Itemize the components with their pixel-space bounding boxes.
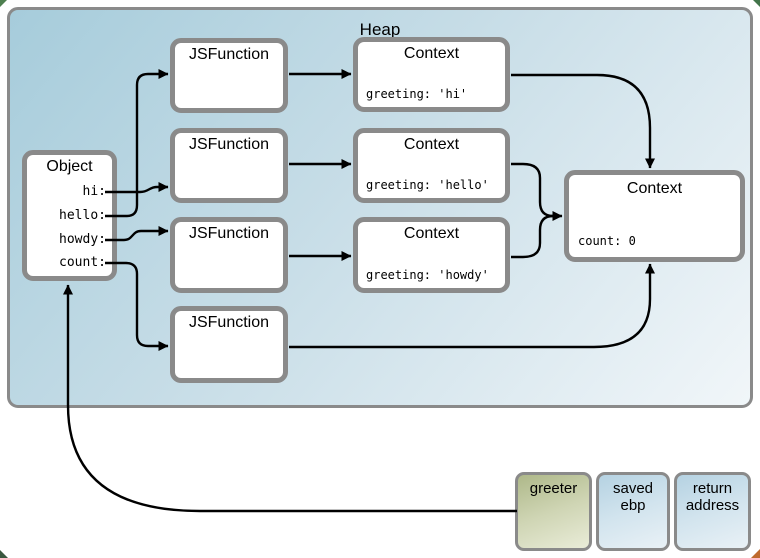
- jsfunction-box-3: JSFunction: [170, 217, 288, 293]
- object-field-hi: hi:: [82, 184, 106, 199]
- object-field-count: count:: [59, 255, 106, 270]
- jsfunction-box-2: JSFunction: [170, 128, 288, 203]
- context-body-greeting-howdy: greeting: 'howdy': [366, 268, 489, 282]
- corner-artifact-bottom-left: [0, 550, 8, 558]
- jsfunction-box-1: JSFunction: [170, 38, 288, 113]
- context-box-hello: Context greeting: 'hello': [353, 128, 510, 203]
- context-title: Context: [403, 45, 460, 62]
- corner-artifact-bottom-right: [751, 549, 760, 558]
- jsfunction-box-4: JSFunction: [170, 306, 288, 383]
- jsfunction-title: JSFunction: [188, 136, 270, 153]
- context-title: Context: [403, 225, 460, 242]
- object-field-hello: hello:: [59, 208, 106, 223]
- corner-artifact-top-left: [0, 0, 7, 7]
- context-box-hi: Context greeting: 'hi': [353, 37, 510, 112]
- stack-slot-greeter: greeter: [515, 472, 592, 551]
- context-box-howdy: Context greeting: 'howdy': [353, 217, 510, 293]
- object-field-howdy: howdy:: [59, 232, 106, 247]
- jsfunction-title: JSFunction: [188, 46, 270, 63]
- shared-context-title: Context: [626, 180, 683, 197]
- jsfunction-title: JSFunction: [188, 314, 270, 331]
- stack-slot-saved-ebp: saved ebp: [596, 472, 670, 551]
- stack-slot-greeter-label: greeter: [529, 480, 578, 497]
- corner-artifact-top-right: [753, 0, 760, 7]
- object-box: Object hi: hello: howdy: count:: [22, 150, 117, 281]
- heap-label: Heap: [359, 20, 401, 39]
- shared-context-box: Context count: 0: [564, 170, 745, 262]
- stack-slot-saved-ebp-label: saved ebp: [612, 480, 654, 514]
- object-title: Object: [46, 158, 93, 175]
- context-body-greeting-hi: greeting: 'hi': [366, 87, 468, 101]
- context-title: Context: [403, 136, 460, 153]
- shared-context-body-count: count: 0: [578, 234, 636, 248]
- stack-slot-return-address-label: return address: [685, 480, 740, 514]
- stack-slot-return-address: return address: [674, 472, 751, 551]
- context-body-greeting-hello: greeting: 'hello': [366, 178, 489, 192]
- jsfunction-title: JSFunction: [188, 225, 270, 242]
